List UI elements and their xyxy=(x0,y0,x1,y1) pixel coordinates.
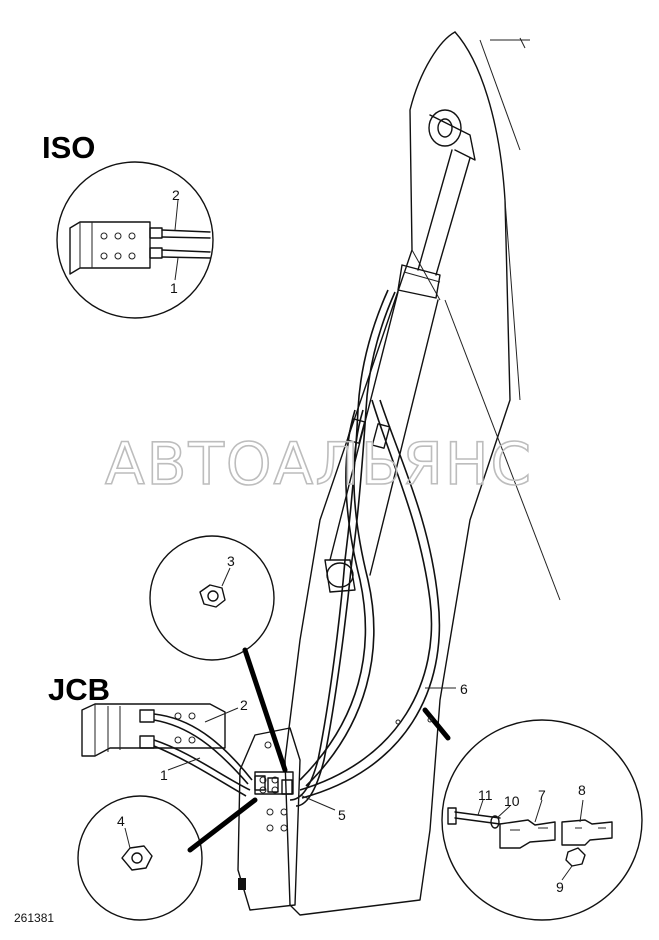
clamp-detail: 11 10 7 8 9 xyxy=(422,707,643,921)
hydraulic-ram xyxy=(324,109,476,593)
part-7-callout: 7 xyxy=(538,787,546,803)
iso-detail: ISO 2 1 xyxy=(42,130,214,319)
boom-arm xyxy=(284,31,561,916)
figure-number: 261381 xyxy=(14,911,54,925)
part-11-callout: 11 xyxy=(478,787,493,803)
part-6-callout: 6 xyxy=(460,681,468,697)
jcb-detail: JCB 2 1 xyxy=(48,672,293,797)
part-10-callout: 10 xyxy=(504,793,520,809)
jcb-callout-1: 1 xyxy=(160,767,168,783)
nut-4-detail: 4 xyxy=(77,795,258,921)
nut-3-detail: 3 xyxy=(149,535,288,773)
iso-callout-2: 2 xyxy=(172,187,180,203)
jcb-label: JCB xyxy=(48,672,110,707)
iso-label: ISO xyxy=(42,130,95,165)
watermark: АВТОАЛЬЯНС xyxy=(105,430,533,498)
nut-3-callout: 3 xyxy=(227,553,235,569)
valve-block xyxy=(237,727,301,911)
iso-callout-1: 1 xyxy=(170,280,178,296)
hoses xyxy=(289,289,441,807)
jcb-callout-2: 2 xyxy=(240,697,248,713)
part-5-callout: 5 xyxy=(338,807,346,823)
nut-4-callout: 4 xyxy=(117,813,125,829)
part-9-callout: 9 xyxy=(556,879,564,895)
part-8-callout: 8 xyxy=(578,782,586,798)
